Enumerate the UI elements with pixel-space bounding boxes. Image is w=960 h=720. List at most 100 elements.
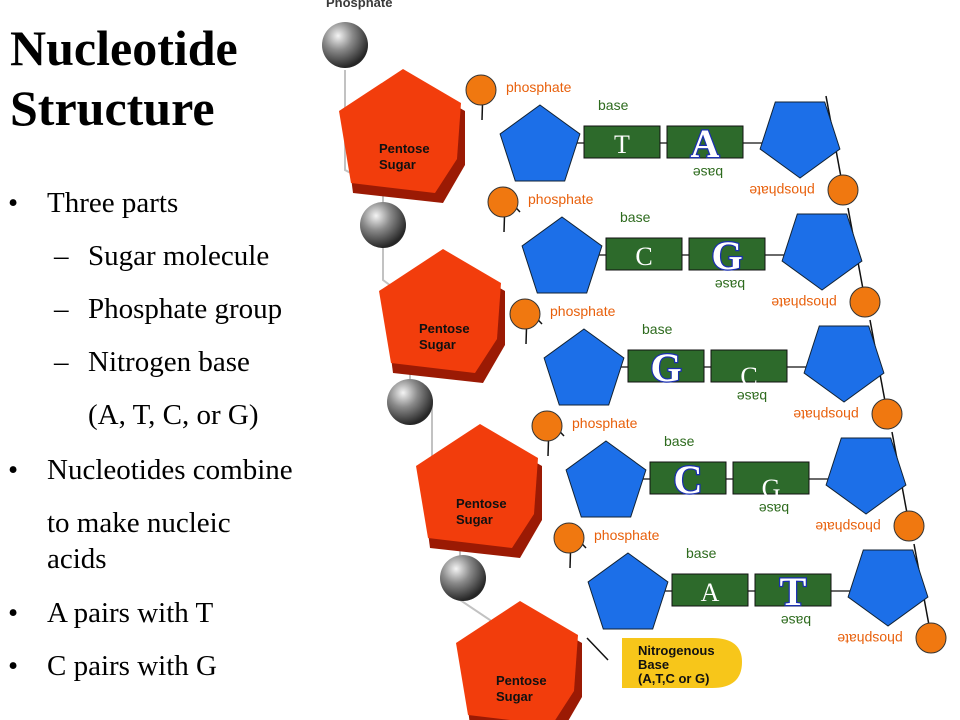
nitrogenous-base-shape: [622, 638, 742, 688]
phosphate-ball: [387, 379, 433, 425]
phosphate-label: phosphate: [572, 415, 638, 431]
phosphate-label-flipped: phosphate: [771, 295, 837, 311]
phosphate-circle: [487, 186, 519, 218]
sugar-pentagon: [759, 101, 841, 179]
bullet-text: to make nucleic: [47, 507, 231, 539]
bullet-text: acids: [47, 543, 107, 575]
base-label: base: [642, 321, 673, 337]
nitrogenous-base-label: (A,T,C or G): [638, 671, 710, 686]
sugar-pentagon: [543, 328, 625, 406]
phosphate-ball: [440, 555, 486, 601]
phosphate-circle: [893, 510, 925, 542]
phosphate-circle: [915, 622, 947, 654]
pentose-sugar-shape: [456, 601, 578, 720]
slide-title: Nucleotide Structure: [10, 18, 238, 138]
phosphate-label: phosphate: [594, 527, 660, 543]
sugar-pentagon: [565, 440, 647, 518]
phosphate-label: phosphate: [528, 191, 594, 207]
base-box-left: [627, 349, 705, 383]
pentose-sugar-shape: [339, 69, 461, 193]
bullet-text: (A, T, C, or G): [88, 399, 259, 431]
base-box-right: [688, 237, 766, 271]
sugar-label: Sugar: [419, 337, 456, 352]
pentose-sugar-shape: [379, 249, 501, 373]
phosphate-circle: [465, 74, 497, 106]
bullet-marker: •: [8, 454, 19, 486]
base-letter-left: C: [674, 457, 703, 502]
sugar-pentagon: [781, 213, 863, 291]
base-letter-right: G: [762, 474, 781, 503]
bullet-text: C pairs with G: [47, 650, 217, 682]
base-box-left: [649, 461, 727, 495]
base-label-flipped: base: [693, 165, 724, 181]
phosphate-label: phosphate: [550, 303, 616, 319]
sugar-label: Pentose: [496, 673, 547, 688]
base-label: base: [686, 545, 717, 561]
nitrogenous-base-label: Base: [638, 657, 669, 672]
base-box-right: [732, 461, 810, 495]
base-box-left: [605, 237, 683, 271]
phosphate-label-flipped: phosphate: [837, 631, 903, 647]
title-line: Nucleotide: [10, 20, 238, 76]
sugar-pentagon: [803, 325, 885, 403]
sugar-label: Pentose: [456, 496, 507, 511]
phosphate-ball: [322, 22, 368, 68]
bullet-text: A pairs with T: [47, 597, 214, 629]
base-label: base: [620, 209, 651, 225]
base-letter-left: G: [650, 345, 681, 390]
base-label: base: [598, 97, 629, 113]
sugar-label: Sugar: [379, 157, 416, 172]
sugar-pentagon: [499, 104, 581, 182]
sugar-label: Pentose: [419, 321, 470, 336]
bullet-text: Three parts: [47, 187, 179, 219]
bullet-marker: –: [54, 293, 69, 325]
base-letter-right: C: [740, 362, 757, 391]
phosphate-label-flipped: phosphate: [749, 183, 815, 199]
sugar-pentagon: [521, 216, 603, 294]
base-label-flipped: base: [715, 277, 746, 293]
base-box-right: [666, 125, 744, 159]
base-letter-left: A: [701, 578, 720, 607]
base-label-flipped: base: [781, 613, 812, 629]
bullet-text: Sugar molecule: [88, 240, 270, 272]
base-box-right: [710, 349, 788, 383]
bullet-marker: •: [8, 187, 19, 219]
title-line: Structure: [10, 80, 215, 136]
bullet-marker: •: [8, 650, 19, 682]
phosphate-circle: [849, 286, 881, 318]
phosphate-ball: [360, 202, 406, 248]
bullet-marker: –: [54, 346, 69, 378]
base-letter-left: C: [635, 242, 652, 271]
bullet-text: Nitrogen base: [88, 346, 250, 378]
top-phosphate-label: Phosphate: [326, 0, 392, 10]
bullet-marker: •: [8, 597, 19, 629]
sugar-pentagon: [825, 437, 907, 515]
base-box-left: [671, 573, 749, 607]
base-label-flipped: base: [737, 389, 768, 405]
base-label: base: [664, 433, 695, 449]
sugar-label: Sugar: [456, 512, 493, 527]
sugar-label: Pentose: [379, 141, 430, 156]
sugar-label: Sugar: [496, 689, 533, 704]
phosphate-circle: [871, 398, 903, 430]
phosphate-circle: [827, 174, 859, 206]
sugar-pentagon: [587, 552, 669, 630]
nitrogenous-base-label: Nitrogenous: [638, 643, 715, 658]
phosphate-label-flipped: phosphate: [793, 407, 859, 423]
bullet-marker: –: [54, 240, 69, 272]
phosphate-circle: [531, 410, 563, 442]
phosphate-circle: [509, 298, 541, 330]
bullet-text: Nucleotides combine: [47, 454, 293, 486]
base-box-left: [583, 125, 661, 159]
